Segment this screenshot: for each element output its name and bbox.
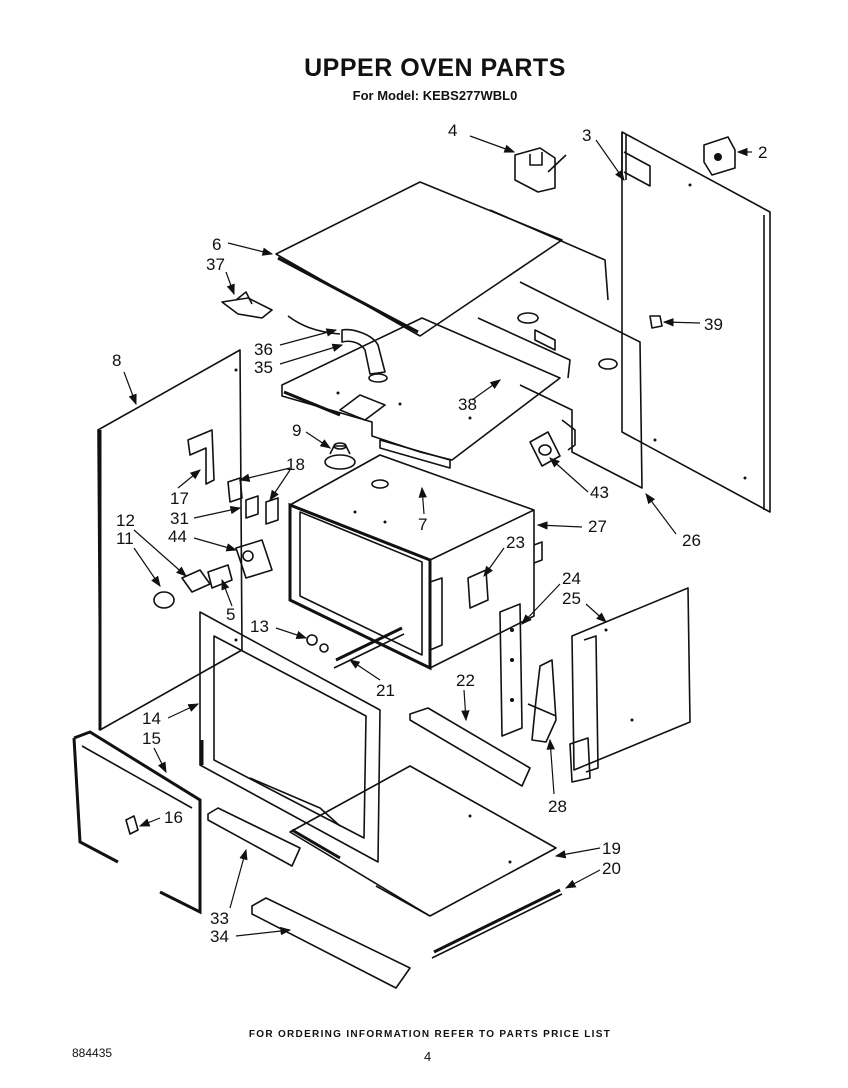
callout-34: 34 (210, 927, 229, 946)
callout-9: 9 (292, 421, 301, 440)
callout-12: 12 (116, 511, 135, 530)
page-title: UPPER OVEN PARTS (304, 54, 566, 82)
callout-2: 2 (758, 143, 767, 162)
callout-25: 25 (562, 589, 581, 608)
callout-28: 28 (548, 797, 567, 816)
page-number: 4 (424, 1049, 432, 1064)
part-9-vent (324, 442, 356, 470)
part-20-trim-strip (431, 888, 563, 959)
part-39-clip (649, 315, 663, 329)
part-11-12-knob (153, 569, 211, 609)
callout-5: 5 (226, 605, 235, 624)
callout-8: 8 (112, 351, 121, 370)
callout-15: 15 (142, 729, 161, 748)
callout-26: 26 (682, 531, 701, 550)
callout-17: 17 (170, 489, 189, 508)
document-number: 884435 (72, 1046, 113, 1060)
callout-39: 39 (704, 315, 723, 334)
part-34-trim (251, 897, 411, 989)
callout-38: 38 (458, 395, 477, 414)
callout-37: 37 (206, 255, 225, 274)
callout-14: 14 (142, 709, 161, 728)
callout-33: 33 (210, 909, 229, 928)
part-28-hinge (527, 659, 557, 743)
model-subtitle: For Model: KEBS277WBL0 (352, 88, 518, 103)
part-19-bottom-panel (289, 765, 557, 917)
callout-31: 31 (170, 509, 189, 528)
callout-3: 3 (582, 126, 591, 145)
callout-11: 11 (116, 529, 134, 548)
callout-19: 19 (602, 839, 621, 858)
callout-7: 7 (418, 515, 427, 534)
part-13-clip (306, 634, 329, 653)
part-27-oven-cavity (288, 454, 543, 671)
part-3-rear-panel (621, 131, 771, 513)
part-38-heat-shield (281, 317, 571, 469)
callout-6: 6 (212, 235, 221, 254)
part-37-bracket (221, 291, 273, 319)
part-26-side-panel (517, 281, 643, 489)
part-24-hinge-plate (499, 603, 523, 737)
part-16-clip (125, 815, 139, 835)
callout-labels: 2 3 4 6 37 36 35 38 39 8 9 17 18 31 12 1… (112, 121, 767, 946)
callout-23: 23 (506, 533, 525, 552)
ordering-note: FOR ORDERING INFORMATION REFER TO PARTS … (248, 1029, 612, 1040)
callout-13: 13 (250, 617, 269, 636)
callout-36: 36 (254, 340, 273, 359)
part-2-bracket (703, 136, 736, 176)
part-17-bracket (187, 429, 215, 485)
part-6-top-panel (275, 181, 609, 337)
callout-4: 4 (448, 121, 457, 140)
part-43-grommet (529, 431, 561, 467)
callout-44: 44 (168, 527, 187, 546)
leader-lines (123, 135, 752, 937)
part-18-31-switches (227, 477, 279, 525)
callout-18: 18 (286, 455, 305, 474)
callout-16: 16 (164, 808, 183, 827)
callout-21: 21 (376, 681, 395, 700)
callout-24: 24 (562, 569, 581, 588)
part-15-gasket (72, 730, 202, 915)
callout-43: 43 (590, 483, 609, 502)
part-14-front-frame (199, 611, 381, 863)
part-33-bracket (207, 807, 301, 867)
part-44-5-light-socket (207, 539, 273, 589)
part-21-rail (333, 626, 405, 669)
callout-27: 27 (588, 517, 607, 536)
callout-20: 20 (602, 859, 621, 878)
part-35-36-duct-wire (287, 315, 388, 383)
callout-35: 35 (254, 358, 273, 377)
part-22-rail (409, 707, 531, 787)
callout-22: 22 (456, 671, 475, 690)
part-25-side-panel (569, 587, 691, 783)
part-23-bracket (467, 569, 489, 609)
part-4-bracket (514, 147, 567, 193)
